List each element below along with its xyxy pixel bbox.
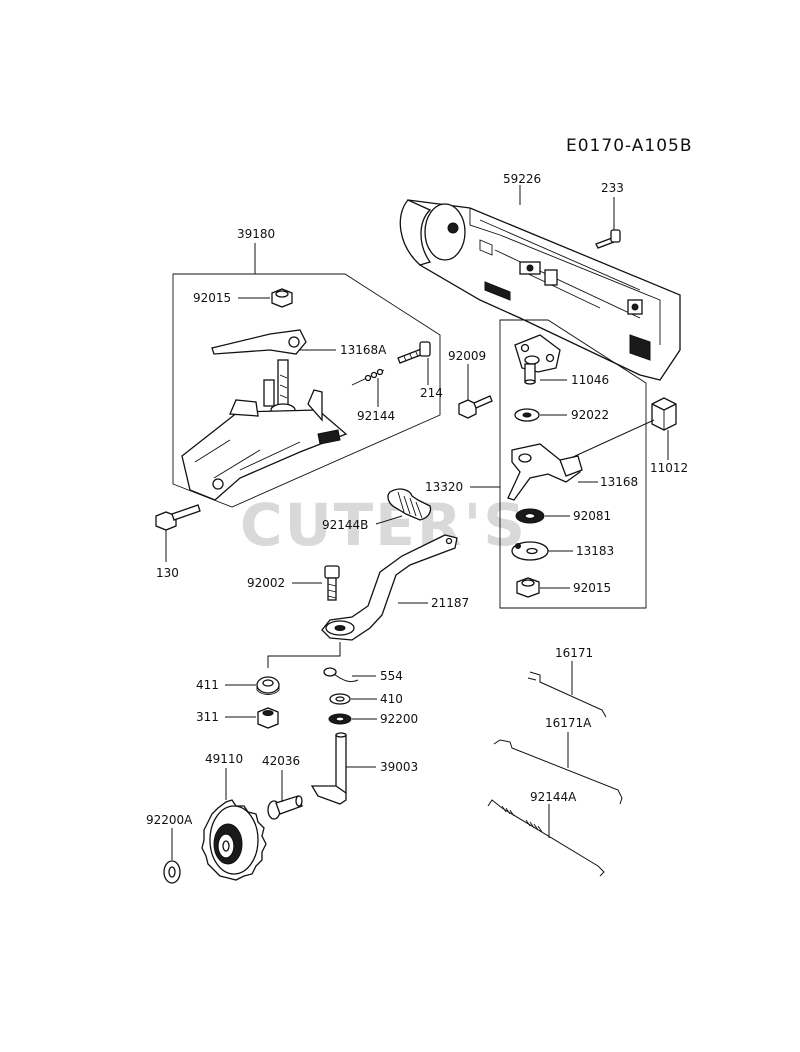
spring-92144 [351,368,385,386]
label-92200a: 92200A [146,813,193,827]
washer-92022 [514,408,540,422]
label-92081: 92081 [573,509,611,523]
washer-92081 [515,508,545,524]
nut-92015-lower [516,577,540,598]
label-92200: 92200 [380,712,418,726]
gear-49110 [201,799,267,881]
label-92002: 92002 [247,576,285,590]
spring-rod-92144a [487,799,605,877]
shaft-39003 [310,732,347,805]
label-214: 214 [420,386,443,400]
pin-42036 [267,795,303,820]
lever-13168 [507,443,583,501]
label-49110: 49110 [205,752,243,766]
label-13168a: 13168A [340,343,387,357]
screw-233 [595,229,621,249]
label-11012: 11012 [650,461,688,475]
screw-92009 [458,395,493,419]
washer-92200 [328,713,352,725]
label-59226: 59226 [503,172,541,186]
label-411: 411 [196,678,219,692]
washer-92200a [163,860,181,884]
diagram-code: E0170-A105B [566,136,693,156]
washer-410 [329,693,351,705]
nut-92015-upper [271,288,293,308]
label-42036: 42036 [262,754,300,768]
label-410: 410 [380,692,403,706]
label-92009: 92009 [448,349,486,363]
bolt-214 [397,341,431,364]
rod-16171a [493,739,623,805]
watermark: CUTER'S [240,491,527,559]
label-39003: 39003 [380,760,418,774]
bolt-92002 [324,565,340,601]
label-21187: 21187 [431,596,469,610]
bracket-plate [181,379,348,501]
collar-11012 [651,397,677,431]
clip-554 [323,667,359,683]
label-39180: 39180 [237,227,275,241]
label-92144a: 92144A [530,790,577,804]
nut-311 [257,707,279,729]
lever-21187 [321,534,458,641]
label-92144: 92144 [357,409,395,423]
label-16171: 16171 [555,646,593,660]
spring-92144b [387,488,432,521]
label-233: 233 [601,181,624,195]
bolt-130 [155,504,201,531]
label-92015-upper: 92015 [193,291,231,305]
label-92144b: 92144B [322,518,368,532]
plate-13183 [511,541,549,561]
label-311: 311 [196,710,219,724]
label-13320: 13320 [425,480,463,494]
label-92015-lower: 92015 [573,581,611,595]
bracket-11046 [514,334,561,385]
label-130: 130 [156,566,179,580]
washer-411 [256,676,280,695]
label-92022: 92022 [571,408,609,422]
label-13183: 13183 [576,544,614,558]
label-16171a: 16171A [545,716,592,730]
housing-59226 [399,199,681,381]
label-554: 554 [380,669,403,683]
rod-16171 [527,671,607,718]
label-13168: 13168 [600,475,638,489]
lever-13168a [211,329,307,355]
label-11046: 11046 [571,373,609,387]
